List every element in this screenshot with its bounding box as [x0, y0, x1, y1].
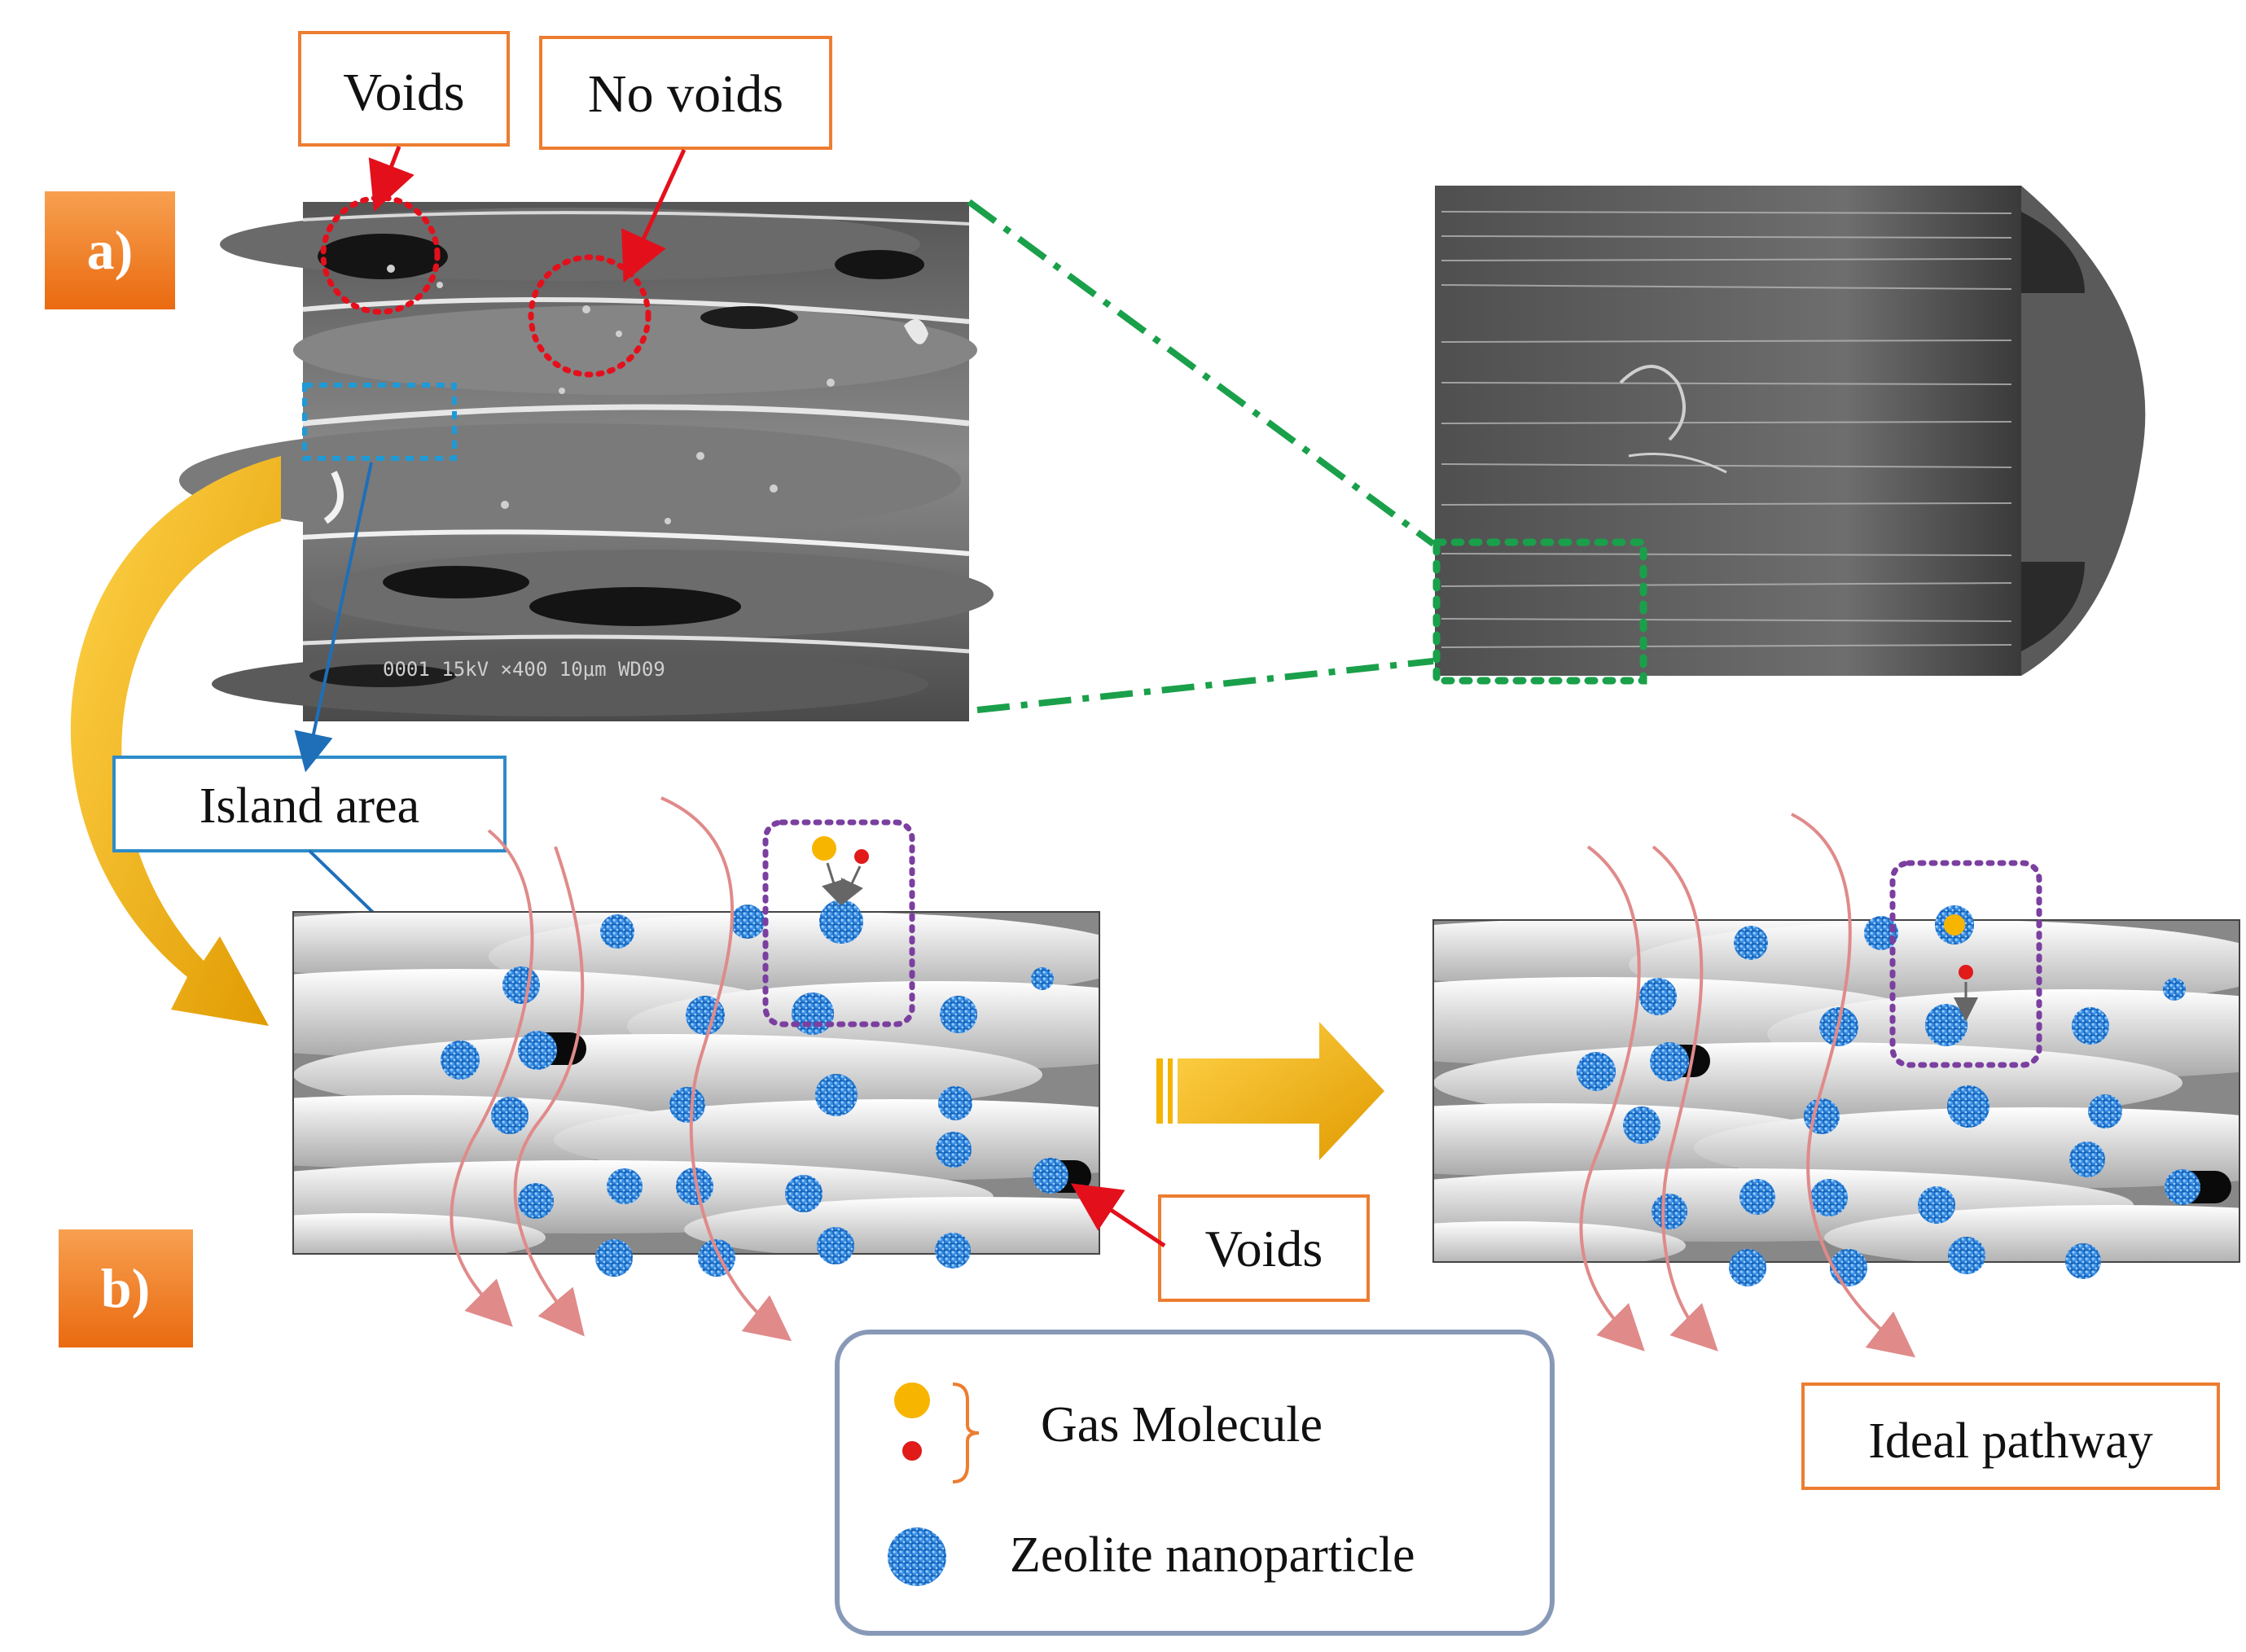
legend-gas-label: Gas Molecule: [1041, 1397, 1323, 1453]
no-voids-label: No voids: [588, 64, 783, 124]
panel-b-badge: b): [59, 1229, 193, 1347]
gas-red-icon: [902, 1441, 922, 1461]
highlight-box-before: [762, 819, 915, 1028]
membrane-block-before: [293, 912, 1099, 1254]
callout-ideal-pathway: Ideal pathway: [1801, 1383, 2220, 1490]
gas-molecule-before: [812, 836, 869, 906]
membrane-block-after: [1433, 920, 2239, 1262]
island-area-label: Island area: [200, 778, 419, 834]
zoom-lines: [967, 199, 1436, 713]
gas-yellow-icon: [894, 1383, 930, 1418]
curved-arrow-icon: [70, 456, 281, 1026]
gas-molecule-after: [1935, 905, 1978, 1022]
panel-b-label: b): [101, 1257, 150, 1319]
callout-island-area: Island area: [112, 462, 507, 1038]
voids-bottom-label: Voids: [1205, 1220, 1323, 1277]
sem-fiber-right: [1435, 186, 2146, 676]
right-arrow-icon: [1156, 1022, 1384, 1160]
ideal-pathway-label: Ideal pathway: [1868, 1413, 2152, 1469]
zeolite-particles-after: [1577, 916, 2200, 1286]
pathways-before: [450, 796, 792, 1342]
panel-a-badge: a): [45, 191, 175, 309]
zeolite-particles-before: [441, 900, 1068, 1277]
legend-zeolite-label: Zeolite nanoparticle: [1010, 1527, 1415, 1583]
no-void-circle: [528, 254, 651, 378]
island-area-box: [302, 383, 457, 461]
zoom-box: [1432, 538, 1647, 685]
highlight-box-after: [1889, 860, 2042, 1068]
sem-micrograph-left: 0001 15kV ×400 10μm WD09: [179, 202, 994, 721]
pathways-after: [1579, 813, 1916, 1358]
callout-voids-bottom: Voids: [1071, 1183, 1370, 1302]
panel-a-label: a): [87, 219, 134, 281]
zeolite-icon: [888, 1527, 946, 1586]
voids-top-label: Voids: [343, 63, 464, 122]
legend: Gas Molecule Zeolite nanoparticle: [835, 1330, 1555, 1636]
sem-caption: 0001 15kV ×400 10μm WD09: [383, 658, 665, 681]
callout-voids-top: Voids: [298, 31, 510, 213]
callout-no-voids: No voids: [539, 36, 832, 283]
